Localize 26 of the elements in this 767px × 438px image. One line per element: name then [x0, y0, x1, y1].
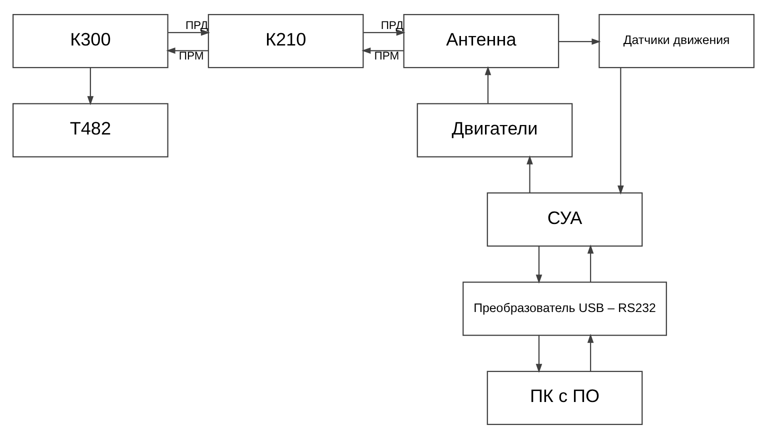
arrow — [364, 28, 406, 36]
arrow — [536, 246, 542, 284]
node-box: ПК с ПО — [486, 370, 643, 425]
edge-label: ПРД — [380, 20, 404, 32]
node-box: Датчики движения — [598, 13, 754, 68]
arrow — [168, 28, 210, 36]
node-box: К210 — [208, 13, 364, 68]
arrow — [618, 67, 624, 194]
arrow — [587, 244, 594, 282]
edge-label: ПРД — [185, 20, 208, 32]
node-box: Двигатели — [416, 102, 573, 157]
arrow — [587, 333, 594, 371]
arrow — [166, 46, 208, 54]
arrow — [536, 334, 542, 372]
node-box: СУА — [486, 192, 643, 246]
node-box: Т482 — [12, 102, 168, 157]
edge-label: ПРМ — [178, 50, 204, 62]
arrow — [362, 46, 404, 54]
node-box: Преобразователь USB – RS232 — [462, 281, 667, 336]
node-box: К300 — [12, 13, 168, 68]
arrow — [87, 67, 94, 105]
edge-label: ПРМ — [374, 50, 400, 62]
node-box: Антенна — [403, 13, 560, 68]
arrow — [526, 154, 533, 192]
arrow — [558, 38, 601, 44]
arrow — [484, 66, 492, 104]
